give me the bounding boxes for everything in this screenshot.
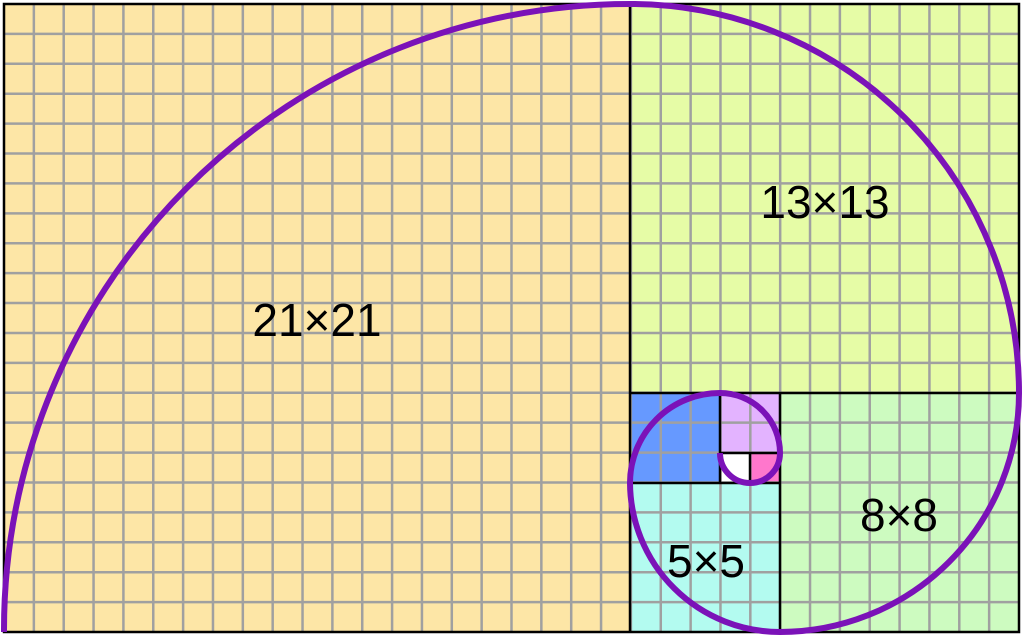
label-13x13: 13×13 [760, 176, 889, 228]
label-8x8: 8×8 [860, 489, 938, 541]
square-5 [630, 483, 780, 632]
square-13 [630, 4, 1019, 393]
square-21 [4, 4, 630, 632]
label-5x5: 5×5 [667, 535, 745, 587]
label-21x21: 21×21 [252, 294, 381, 346]
